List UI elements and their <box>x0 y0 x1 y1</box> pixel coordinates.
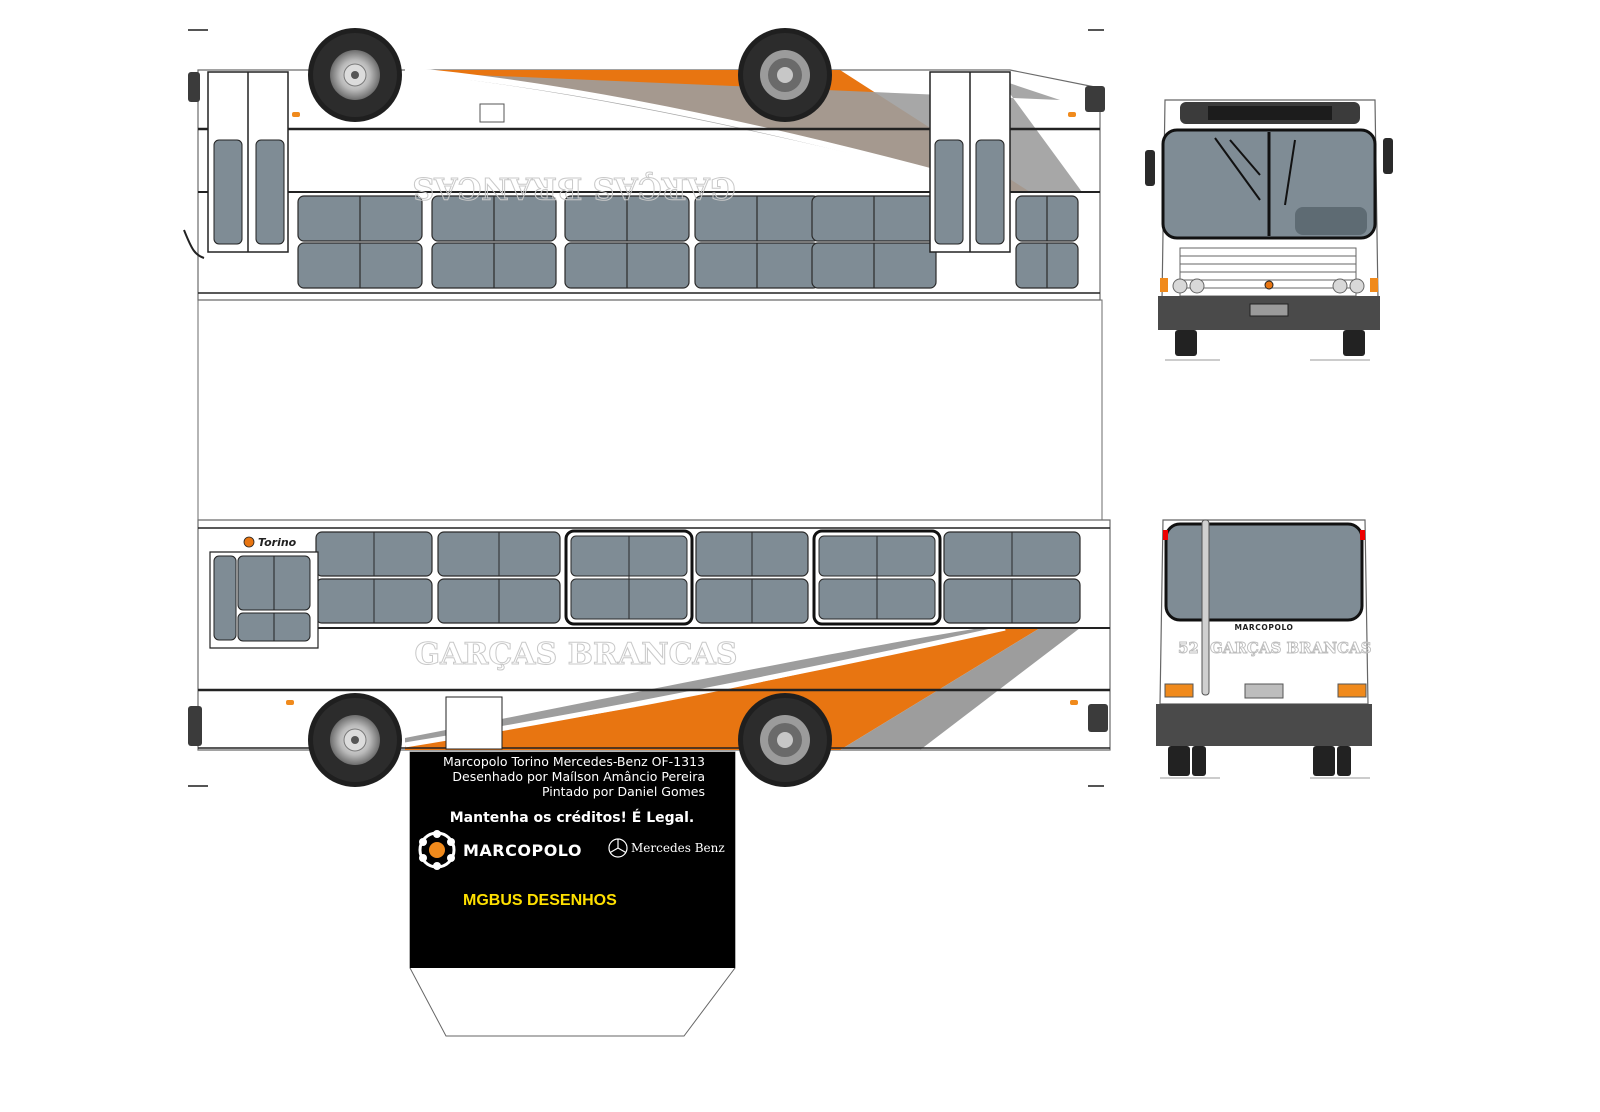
rear-ladder <box>1201 519 1210 696</box>
destination-text-mirrored: GARÇAS BRANCAS <box>413 170 736 205</box>
marcopolo-wordmark: MARCOPOLO <box>463 841 582 860</box>
gray-stripe <box>405 72 1082 192</box>
credit-line-2: Desenhado por Maílson Amâncio Pereira <box>452 769 705 784</box>
rear-route-sign: GARÇAS BRANCAS <box>1210 639 1371 657</box>
rear-wheel-bottom <box>738 693 832 787</box>
bus-front-view <box>1145 99 1393 361</box>
studio-name: MGBUS DESENHOS <box>463 892 617 909</box>
side-windows-top-row <box>297 195 1079 242</box>
credit-line-1: Marcopolo Torino Mercedes-Benz OF-1313 <box>443 754 705 769</box>
rear-wheel-top <box>738 28 832 122</box>
bus-rear-view: MARCOPOLO 52 GARÇAS BRANCAS <box>1156 519 1372 779</box>
torino-badge: Torino <box>243 536 297 549</box>
front-door <box>207 71 289 253</box>
roof-panel <box>197 299 1103 523</box>
driver-window <box>209 551 319 649</box>
front-wheel-bottom <box>307 692 403 788</box>
rear-route-number: 52 <box>1178 639 1199 657</box>
service-hatch <box>445 696 503 750</box>
side-windows-right-top <box>315 531 1081 577</box>
rear-bumper <box>1156 704 1372 746</box>
credits-panel: Marcopolo Torino Mercedes-Benz OF-1313 D… <box>409 751 736 1037</box>
credits-notice: Mantenha os créditos! É Legal. <box>450 809 694 826</box>
rear-door <box>929 71 1011 253</box>
emergency-window-2 <box>812 529 942 626</box>
side-windows-bottom-row <box>297 242 1079 289</box>
svg-text:Torino: Torino <box>258 536 297 549</box>
rear-brand: MARCOPOLO <box>1234 623 1293 632</box>
destination-text: GARÇAS BRANCAS <box>415 637 738 672</box>
side-windows-right-bottom <box>315 578 1081 624</box>
emergency-window-1 <box>564 529 694 626</box>
front-wheel-top <box>307 27 403 123</box>
bus-side-right: Torino GARÇAS BRANCAS <box>188 519 1111 788</box>
marcopolo-star-logo-icon <box>418 830 456 870</box>
mercedes-wordmark: Mercedes Benz <box>631 841 725 855</box>
mercedes-star-logo-icon <box>608 838 628 858</box>
bus-side-left: GARÇAS BRANCAS <box>183 27 1105 523</box>
credit-line-3: Pintado por Daniel Gomes <box>542 784 705 799</box>
